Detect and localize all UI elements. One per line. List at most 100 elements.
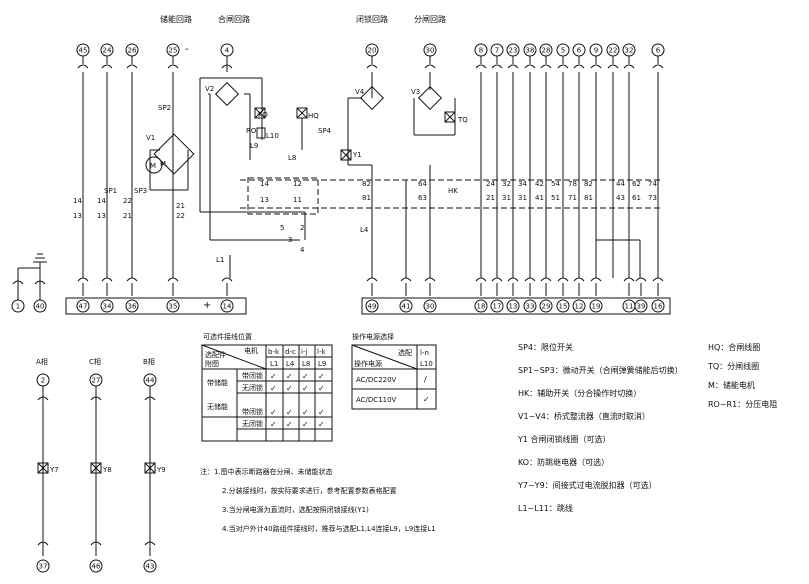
contact-number: 63	[418, 194, 427, 202]
power-table: 操作电源选择 操作电源 选配 l-n L10 AC/DC220V / AC/DC…	[351, 332, 437, 410]
svg-text:27: 27	[92, 377, 101, 385]
table2-row2-label: AC/DC110V	[356, 396, 397, 404]
table2-col-mid: 选配	[398, 348, 412, 357]
contact-number: 24	[486, 180, 495, 188]
bottom-terminal: 49	[365, 299, 379, 313]
table1-mark: ✓	[302, 420, 309, 429]
top-terminal: 6	[651, 43, 665, 57]
contact-number: 74	[648, 180, 657, 188]
bottom-terminal: 18	[474, 299, 488, 313]
contact-number: 81	[362, 194, 371, 202]
svg-text:8: 8	[479, 47, 483, 55]
legend-right-item: HQ：合闸线圈	[708, 342, 760, 352]
svg-text:33: 33	[526, 303, 535, 311]
contact-number: 31	[518, 194, 527, 202]
phase-top-terminal: 2	[36, 373, 50, 387]
contact-number: 82	[584, 180, 593, 188]
bottom-terminal: 11	[622, 299, 636, 313]
svg-text:41: 41	[402, 303, 411, 311]
table1-h2: d-c	[285, 348, 296, 356]
ground-terminal: 1	[11, 299, 25, 313]
contact-number: 21	[123, 212, 132, 220]
contact-number: 51	[551, 194, 560, 202]
contact-number: 14	[97, 197, 106, 205]
legend-left-item: L1~L11：跳线	[518, 503, 573, 513]
table1-row-label: 无闭锁	[242, 419, 263, 428]
bottom-terminal: 35	[166, 299, 180, 313]
device-label: L10	[266, 132, 279, 140]
contact-number: 14	[260, 180, 269, 188]
top-terminal: 23	[506, 43, 520, 57]
table2-col2-bottom: L10	[420, 360, 433, 368]
table1-mark: ✓	[302, 408, 309, 417]
contact-number: 4	[300, 246, 305, 254]
bottom-terminal: 14	[220, 299, 234, 313]
bottom-terminal: 33	[523, 299, 537, 313]
device-label: V1	[146, 134, 155, 142]
table1-mark: ✓	[286, 408, 293, 417]
legend-left: SP4：限位开关SP1~SP3：微动开关（合闸弹簧储能后切换）HK：辅助开关（分…	[517, 342, 683, 513]
table1-group1: 带储能	[207, 378, 228, 387]
svg-text:4: 4	[225, 47, 230, 55]
svg-text:25: 25	[169, 47, 178, 55]
note-line: 注：1.图中表示断路器在分闸、未储能状态	[200, 467, 333, 476]
top-terminal: 38	[523, 43, 537, 57]
svg-text:39: 39	[637, 303, 646, 311]
table1-sh1: L1	[270, 360, 278, 368]
contact-number: 11	[293, 196, 302, 204]
svg-text:20: 20	[368, 47, 377, 55]
top-terminal: 8	[474, 43, 488, 57]
contact-number: 5	[280, 224, 284, 232]
table2-row2-mark: ✓	[423, 395, 430, 404]
svg-text:2: 2	[41, 377, 45, 385]
device-label: SP4	[318, 127, 332, 135]
table1-h1: b-k	[268, 348, 280, 356]
contact-number: 14	[73, 197, 82, 205]
bottom-terminal: 47	[76, 299, 90, 313]
svg-text:7: 7	[495, 47, 499, 55]
table1-corner-bottom: 附图	[205, 359, 219, 368]
contact-number: 13	[97, 212, 106, 220]
svg-text:35: 35	[169, 303, 178, 311]
top-terminal: 20	[365, 43, 379, 57]
svg-text:15: 15	[559, 303, 568, 311]
table1-mark: ✓	[270, 384, 277, 393]
phase-label: C相	[89, 357, 101, 366]
top-terminal: 22	[606, 43, 620, 57]
ct-label: Y8	[102, 466, 112, 474]
header-storage-circuit: 储能回路	[160, 14, 192, 24]
contact-number: 21	[176, 202, 185, 210]
svg-text:47: 47	[79, 303, 88, 311]
svg-text:45: 45	[79, 47, 88, 55]
table1-mark: ✓	[270, 372, 277, 381]
header-closing-loop2: 闭锁回路	[356, 14, 388, 24]
table1-title: 可选件接线位置	[203, 332, 252, 341]
table1-sh2: L4	[286, 360, 295, 368]
device-label: SP3	[134, 187, 147, 195]
table1-row-label: 无闭锁	[242, 383, 263, 392]
legend-right-item: TQ：分闸线圈	[707, 361, 759, 371]
device-label: Y1	[352, 151, 362, 159]
table1-corner-top: 电机	[244, 346, 258, 355]
svg-text:30: 30	[426, 303, 435, 311]
device-label: SP2	[158, 104, 171, 112]
top-terminal: 28	[539, 43, 553, 57]
contact-number: 82	[362, 180, 371, 188]
bottom-terminal: 19	[589, 299, 603, 313]
contact-number: 64	[418, 180, 427, 188]
contact-number: 34	[518, 180, 527, 188]
bottom-terminal: 29	[539, 299, 553, 313]
contact-number: 42	[535, 180, 544, 188]
table1-mark: ✓	[302, 384, 309, 393]
svg-text:37: 37	[39, 563, 48, 571]
legend-left-item: SP1~SP3：微动开关（合闸弹簧储能后切换）	[518, 365, 683, 375]
device-label: M	[160, 160, 166, 168]
note-line: 3.当分闸电源为直流时，选配按照闭锁接线(Y1)	[222, 505, 369, 514]
table2-title: 操作电源选择	[352, 332, 394, 341]
table1-mark: ✓	[270, 408, 277, 417]
svg-text:43: 43	[146, 563, 155, 571]
contact-number: 78	[568, 180, 577, 188]
